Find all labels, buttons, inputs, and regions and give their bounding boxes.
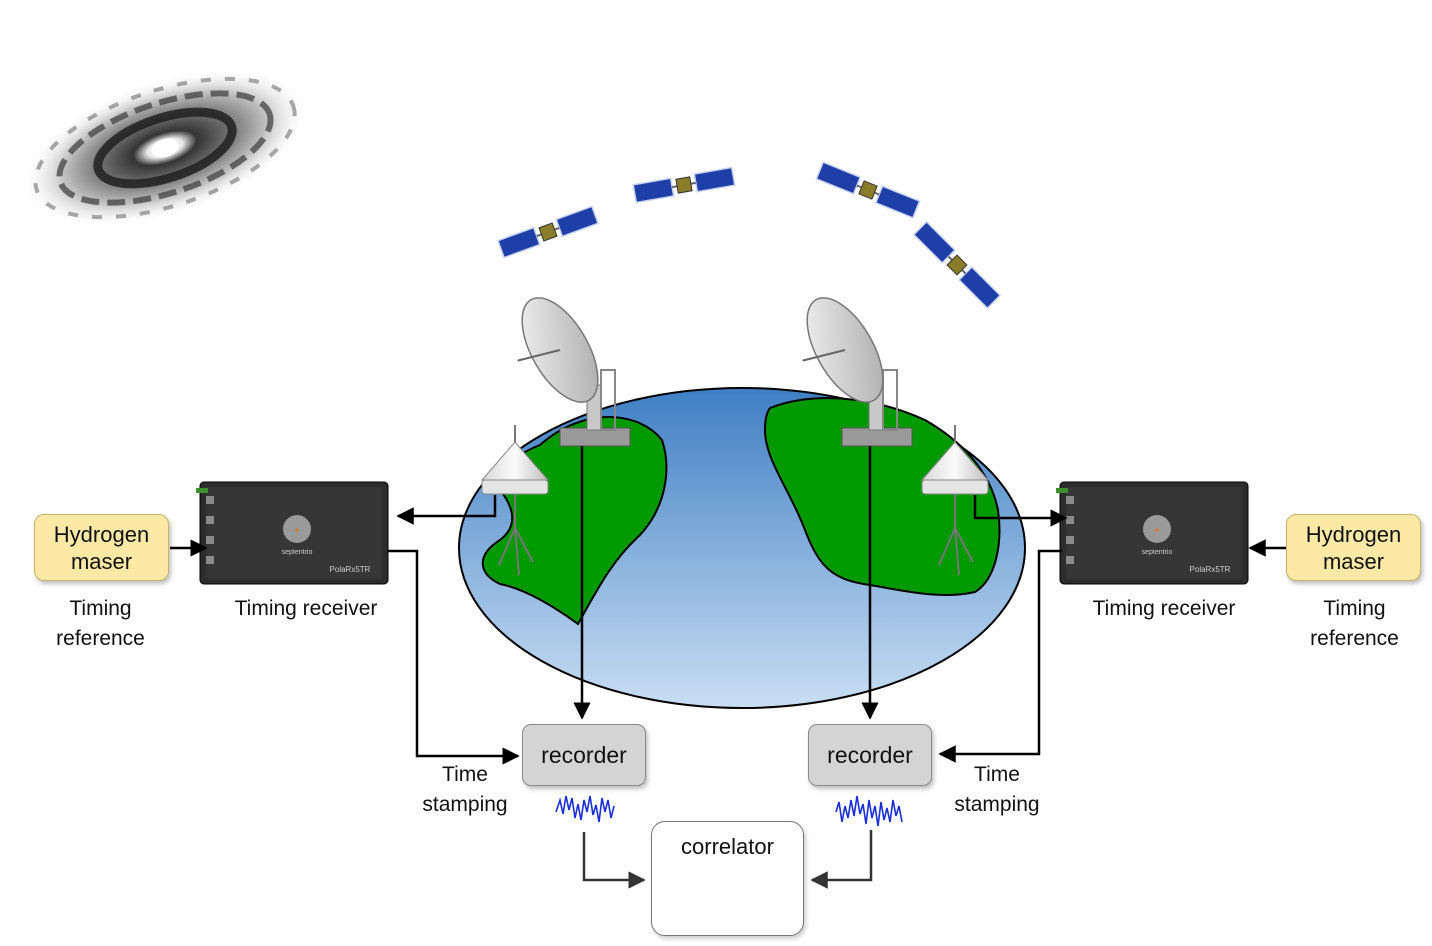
radio-telescope-icon bbox=[517, 297, 631, 447]
satellite-icon bbox=[815, 161, 921, 219]
timing-reference-left: Timing reference bbox=[56, 597, 145, 650]
time-stamping-right: Time stamping bbox=[954, 763, 1040, 816]
gnss-antenna-icon bbox=[480, 425, 550, 576]
right-continent bbox=[763, 397, 1001, 596]
satellite-icon bbox=[632, 166, 736, 204]
left-recorder-signal bbox=[555, 795, 615, 823]
arrow-left-recorder-to-correlator bbox=[582, 832, 646, 889]
gnss-antenna-icon bbox=[920, 425, 990, 576]
arrow-left-antenna-to-receiver bbox=[396, 495, 497, 525]
galaxy-image bbox=[20, 68, 310, 228]
recorder-left: recorder bbox=[522, 724, 646, 786]
device-model: PolaRx5TR bbox=[1190, 565, 1231, 574]
arrow-right-recorder-to-correlator bbox=[810, 830, 873, 889]
svg-text:✦: ✦ bbox=[1154, 526, 1161, 535]
hydrogen-maser-left-label: Hydrogen maser bbox=[53, 521, 150, 574]
device-brand: septentrio bbox=[1142, 549, 1173, 556]
right-recorder-signal bbox=[835, 795, 903, 827]
timing-reference-right: Timing reference bbox=[1310, 597, 1399, 650]
hydrogen-maser-right: Hydrogen maser bbox=[1286, 514, 1421, 581]
recorder-right: recorder bbox=[808, 724, 932, 786]
timing-receiver-device: ✦ septentrio PolaRx5TR bbox=[196, 481, 389, 585]
hydrogen-maser-left: Hydrogen maser bbox=[34, 514, 169, 581]
correlator-label: correlator bbox=[681, 834, 774, 859]
timing-receiver-right-label: Timing receiver bbox=[1092, 597, 1236, 620]
arrow-right-receiver-to-recorder bbox=[938, 549, 1062, 763]
time-stamping-left: Time stamping bbox=[422, 763, 508, 816]
device-model: PolaRx5TR bbox=[330, 565, 371, 574]
satellite-icon bbox=[912, 220, 1002, 310]
device-brand: septentrio bbox=[282, 549, 313, 556]
radio-telescope-icon bbox=[802, 297, 913, 447]
arrow-left-receiver-to-recorder bbox=[388, 549, 520, 765]
svg-text:✦: ✦ bbox=[294, 526, 301, 535]
arrow-right-antenna-to-receiver bbox=[973, 495, 1068, 527]
timing-receiver-left-label: Timing receiver bbox=[234, 597, 378, 620]
timing-receiver-device: ✦ septentrio PolaRx5TR bbox=[1056, 481, 1249, 585]
recorder-right-label: recorder bbox=[827, 741, 913, 768]
recorder-left-label: recorder bbox=[541, 741, 627, 768]
correlator-box: correlator bbox=[651, 821, 804, 936]
earth-globe bbox=[458, 387, 1026, 709]
satellite-icon bbox=[496, 205, 600, 259]
hydrogen-maser-right-label: Hydrogen maser bbox=[1305, 521, 1402, 574]
